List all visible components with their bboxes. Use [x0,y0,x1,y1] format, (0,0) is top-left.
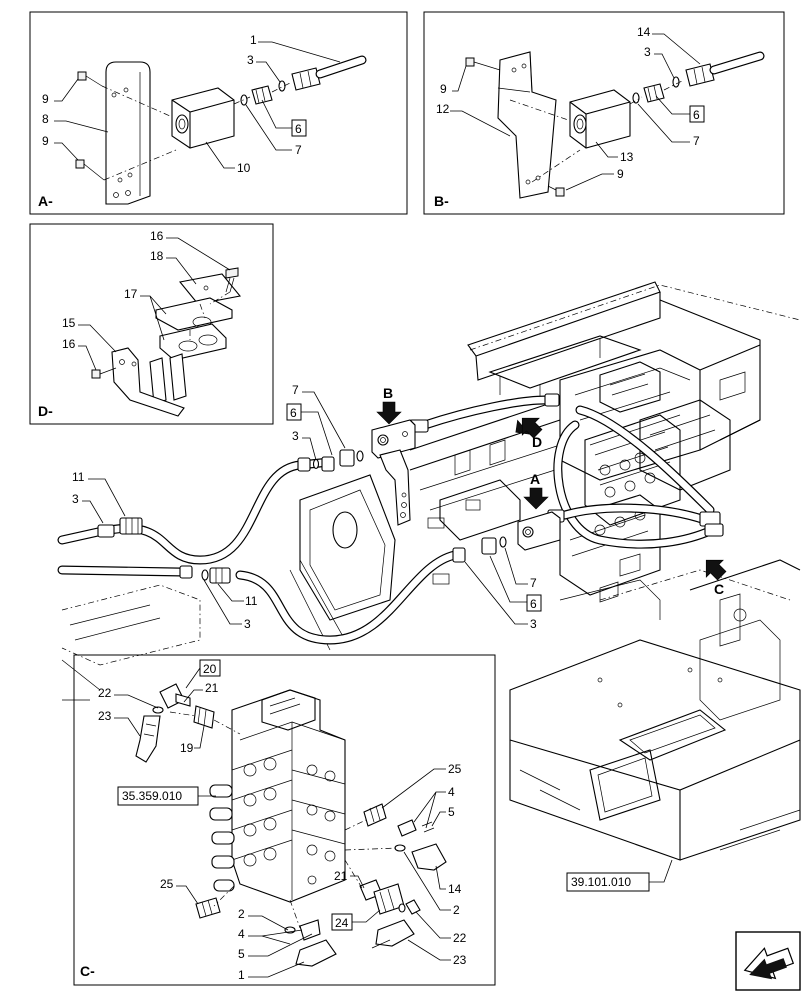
svg-text:A: A [530,471,540,487]
frame-reference: 39.101.010 [566,859,673,892]
svg-text:4: 4 [448,785,455,799]
svg-text:7: 7 [292,383,299,397]
svg-text:22: 22 [98,686,112,700]
svg-text:4: 4 [238,927,245,941]
svg-text:23: 23 [453,953,467,967]
main-hoses [57,395,717,645]
svg-text:D: D [532,434,542,450]
svg-text:3: 3 [292,429,299,443]
svg-text:16: 16 [150,229,164,243]
svg-text:14: 14 [448,882,462,896]
svg-text:6: 6 [530,597,537,611]
svg-text:3: 3 [530,617,537,631]
svg-text:11: 11 [72,470,85,484]
svg-text:39.101.010: 39.101.010 [571,875,631,889]
svg-text:8: 8 [42,112,49,126]
svg-text:3: 3 [247,53,254,67]
svg-text:10: 10 [237,161,251,175]
svg-text:7: 7 [693,134,700,148]
view-c-panel: C- [73,654,496,986]
svg-text:25: 25 [160,877,174,891]
view-d-panel: D- 16 18 17 15 16 [29,223,274,425]
svg-text:14: 14 [637,25,651,39]
svg-text:9: 9 [42,92,49,106]
svg-text:13: 13 [620,150,634,164]
svg-text:19: 19 [180,741,194,755]
svg-text:9: 9 [617,167,624,181]
svg-text:35.359.010: 35.359.010 [122,789,182,803]
svg-text:7: 7 [530,576,537,590]
svg-text:3: 3 [244,617,251,631]
view-marker-b: B [376,385,402,425]
view-marker-c: C [705,559,727,597]
svg-text:24: 24 [335,916,349,930]
svg-text:6: 6 [290,406,297,420]
svg-text:5: 5 [448,805,455,819]
view-marker-a: A [523,471,549,510]
view-marker-d: D [515,417,543,450]
bolt-icon [465,57,501,71]
svg-text:C: C [714,581,724,597]
svg-text:12: 12 [436,102,450,116]
svg-text:2: 2 [238,907,245,921]
svg-text:21: 21 [205,681,219,695]
svg-text:6: 6 [295,122,302,136]
svg-text:7: 7 [295,143,302,157]
svg-text:6: 6 [693,108,700,122]
svg-text:5: 5 [238,947,245,961]
view-b-panel: B- 14 3 6 7 [423,11,785,215]
svg-text:2: 2 [453,903,460,917]
svg-text:20: 20 [203,662,217,676]
svg-text:18: 18 [150,249,164,263]
svg-text:23: 23 [98,709,112,723]
svg-text:9: 9 [440,82,447,96]
svg-text:1: 1 [250,33,257,47]
main-block-b [371,419,416,526]
svg-text:3: 3 [644,45,651,59]
valve-sections [231,749,346,861]
svg-text:16: 16 [62,337,76,351]
valve-spools [209,757,336,892]
svg-text:1: 1 [238,968,245,982]
svg-text:3: 3 [72,492,79,506]
bolt-icon [225,267,239,293]
main-block-a [517,511,561,551]
bolt-icon [547,185,565,197]
svg-text:D-: D- [38,403,53,419]
svg-text:B-: B- [434,193,449,209]
svg-text:21: 21 [334,869,348,883]
view-a-panel: A- 1 3 6 [29,11,408,215]
bolt-icon [75,159,105,181]
next-page-arrow-icon[interactable] [735,931,801,991]
svg-text:15: 15 [62,316,76,330]
main-callouts: 7 6 3 11 3 11 3 7 6 3 [72,383,542,631]
svg-text:9: 9 [42,134,49,148]
valve-reference: 35.359.010 [117,786,216,806]
bolt-icon [77,71,103,87]
svg-text:A-: A- [38,193,53,209]
svg-text:C-: C- [80,963,95,979]
svg-text:B: B [383,385,393,401]
svg-text:17: 17 [124,287,138,301]
svg-text:25: 25 [448,762,462,776]
svg-text:11: 11 [245,594,258,608]
svg-text:22: 22 [453,931,467,945]
